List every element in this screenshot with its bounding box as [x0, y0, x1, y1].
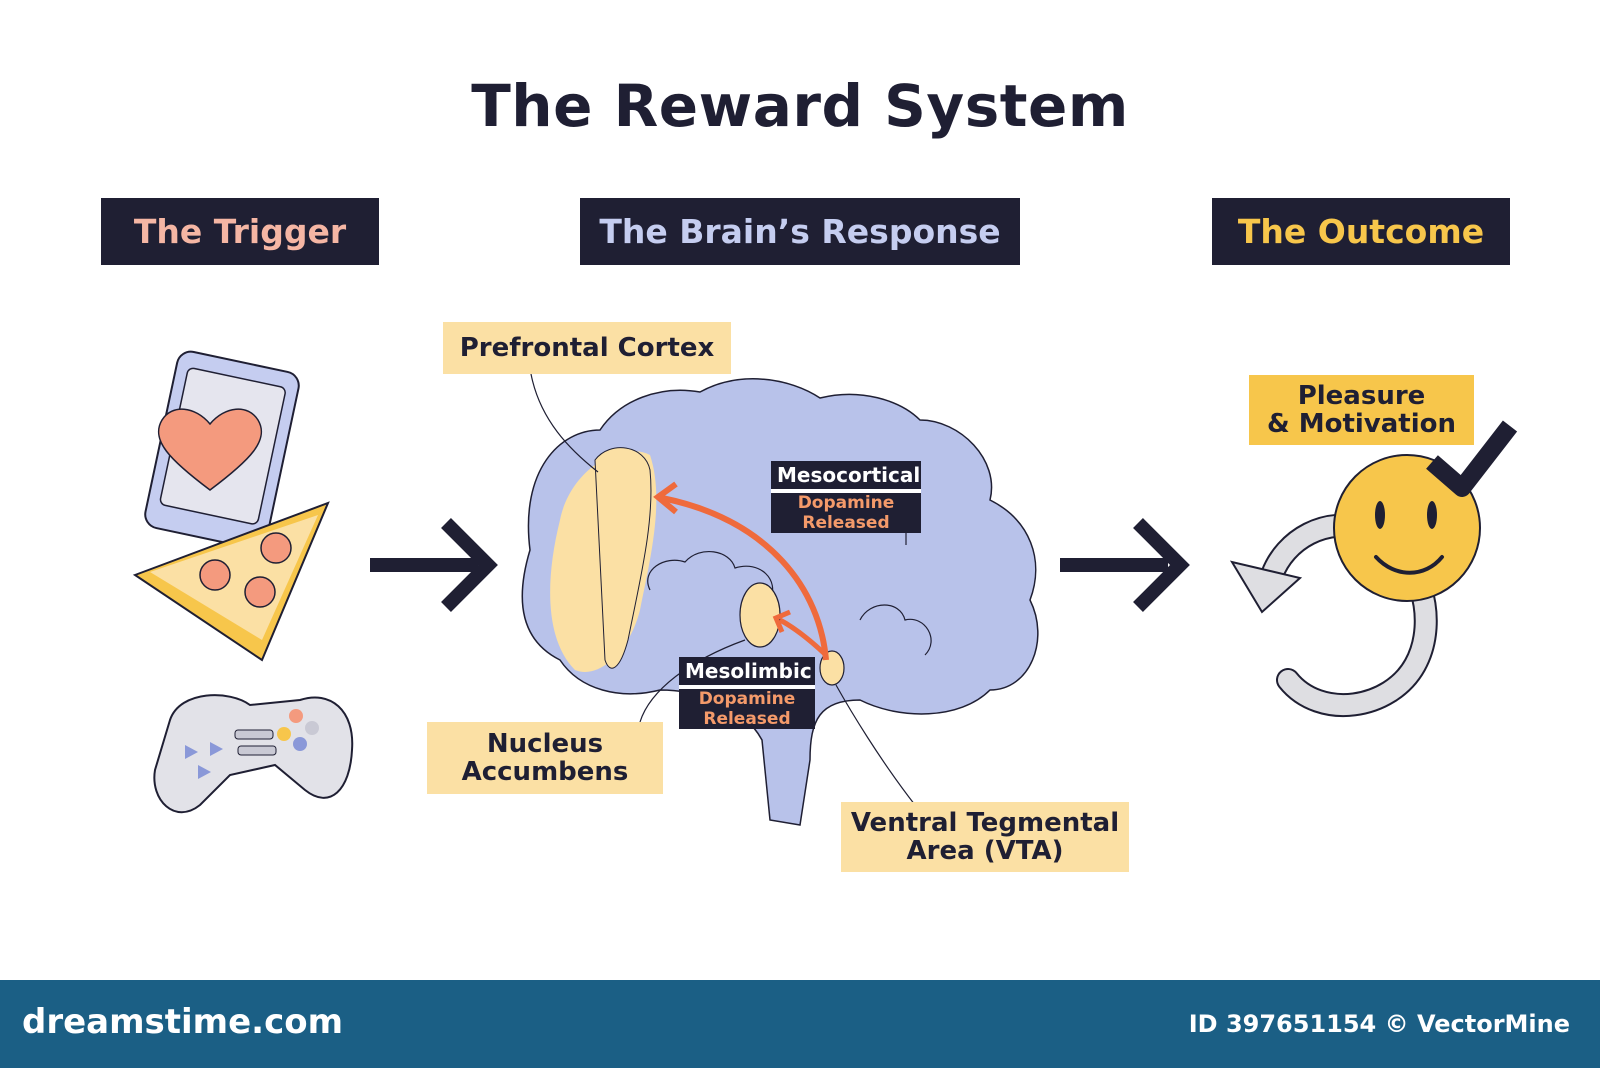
header-outcome-text: The Outcome	[1237, 212, 1485, 251]
label-pleasure-line1: Pleasure	[1297, 381, 1426, 411]
label-nucleus-accumbens: Nucleus Accumbens	[427, 722, 663, 794]
checkmark-icon	[1426, 420, 1518, 497]
footer-brand[interactable]: dreamstime.com	[22, 1002, 344, 1042]
arrow-brain-to-outcome-icon	[1060, 518, 1190, 612]
header-brain-response: The Brain’s Response	[580, 198, 1020, 265]
label-leader-lines	[530, 373, 916, 806]
label-prefrontal-cortex: Prefrontal Cortex	[443, 322, 731, 374]
dopamine-pathways	[653, 481, 829, 661]
pathway-mesocortical-released-2: Released	[802, 513, 890, 533]
pathway-mesolimbic: Mesolimbic Dopamine Released	[679, 657, 815, 729]
pathway-mesolimbic-released-2: Released	[703, 709, 791, 729]
pizza-slice-icon	[132, 501, 330, 662]
label-nucleus-accumbens-line1: Nucleus	[486, 729, 604, 759]
game-controller-icon	[153, 694, 354, 813]
pathway-mesocortical: Mesocortical Dopamine Released	[771, 461, 921, 533]
header-trigger: The Trigger	[101, 198, 379, 265]
label-nucleus-accumbens-line2: Accumbens	[461, 757, 629, 787]
label-vta: Ventral Tegmental Area (VTA)	[841, 802, 1129, 872]
header-brain-text: The Brain’s Response	[599, 212, 1001, 251]
label-prefrontal-cortex-text: Prefrontal Cortex	[459, 333, 715, 363]
header-outcome: The Outcome	[1212, 198, 1510, 265]
pathway-mesolimbic-name: Mesolimbic	[679, 657, 815, 689]
smiley-face-icon	[1333, 454, 1481, 602]
footer-image-id: ID 397651154 © VectorMine	[1188, 1010, 1570, 1038]
arrow-trigger-to-brain-icon	[370, 518, 498, 612]
label-pleasure-line2: & Motivation	[1266, 409, 1456, 439]
label-vta-line2: Area (VTA)	[906, 836, 1064, 866]
pathway-mesocortical-name: Mesocortical	[771, 461, 921, 493]
pathway-mesolimbic-released-1: Dopamine	[698, 689, 796, 709]
pathway-mesocortical-released-1: Dopamine	[797, 493, 895, 513]
label-vta-line1: Ventral Tegmental	[850, 808, 1120, 838]
header-trigger-text: The Trigger	[133, 212, 347, 251]
phone-heart-icon	[144, 350, 300, 550]
footer-bar: dreamstime.com ID 397651154 © VectorMine	[0, 980, 1600, 1068]
label-pleasure-motivation: Pleasure & Motivation	[1249, 375, 1474, 445]
page-title: The Reward System	[471, 72, 1129, 140]
